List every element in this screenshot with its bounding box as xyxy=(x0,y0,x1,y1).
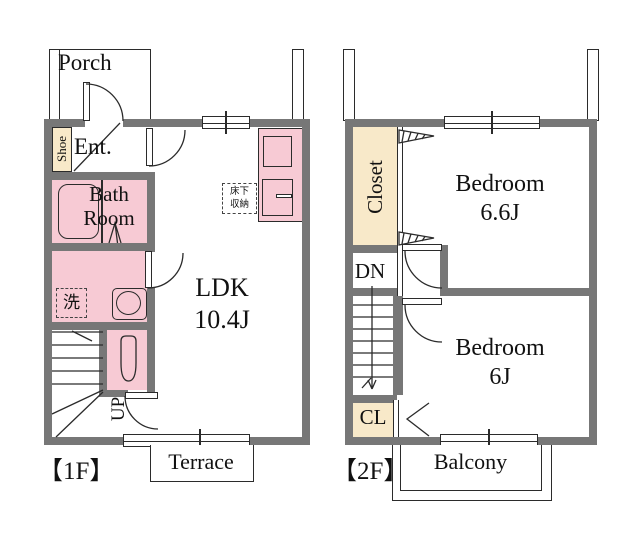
wall-stub-1f-right xyxy=(292,49,304,121)
wall xyxy=(345,119,444,127)
wall-stub-2f-right xyxy=(587,49,599,121)
shoe-cabinet xyxy=(52,127,72,172)
hanger-pipe-icon-top xyxy=(398,129,435,144)
underfloor-storage-box: 床下 収納 xyxy=(222,183,257,214)
window-midline xyxy=(124,440,249,442)
wall xyxy=(393,296,403,395)
balcony-outline-inner xyxy=(400,445,542,491)
front-door-leaf xyxy=(83,82,90,121)
wall xyxy=(345,245,397,253)
hanger-hatch-top xyxy=(401,130,426,143)
closet-area xyxy=(353,127,397,245)
toilet-door-arc xyxy=(124,395,159,430)
bedroom1-label: Bedroom 6.6J xyxy=(420,170,580,228)
wall xyxy=(538,437,597,445)
wall xyxy=(52,322,155,330)
wall xyxy=(302,119,310,445)
toilet-door-leaf xyxy=(125,392,158,399)
wall xyxy=(52,243,155,251)
bath-line1: Bath xyxy=(89,182,129,206)
wall xyxy=(99,330,107,397)
hanger-hatch-bottom xyxy=(401,232,426,245)
wash-basin-bowl xyxy=(116,291,141,315)
bedroom2-door-leaf xyxy=(402,298,442,305)
wash-ldk-door-leaf xyxy=(145,251,152,288)
cl-label: CL xyxy=(359,405,387,429)
bedroom1-line1: Bedroom xyxy=(455,171,545,197)
porch-label: Porch xyxy=(58,50,112,75)
laundry-symbol-box: 洗 xyxy=(56,288,87,318)
wall xyxy=(440,245,448,296)
wall xyxy=(345,288,397,296)
bathtub xyxy=(58,184,99,239)
wall xyxy=(99,390,128,397)
wall xyxy=(123,119,202,127)
floor1-label: 【1F】 xyxy=(38,458,115,485)
ent-ldk-door-arc xyxy=(148,129,186,167)
up-label: UP xyxy=(108,396,129,422)
wall xyxy=(345,437,440,445)
stair-down-arrow xyxy=(361,286,377,390)
terrace-label: Terrace xyxy=(168,449,234,474)
cl-area xyxy=(353,403,393,437)
bedroom2-label: Bedroom 6J xyxy=(420,334,580,392)
stair-treads-2f xyxy=(353,304,393,378)
underfloor-line2: 収納 xyxy=(229,199,249,210)
underfloor-line1: 床下 xyxy=(229,187,249,197)
bedroom1-line2: 6.6J xyxy=(480,199,520,226)
hall-door-frame xyxy=(397,244,403,296)
ldk-line1: LDK xyxy=(195,273,249,302)
bedroom1-door-arc xyxy=(404,250,443,289)
wall xyxy=(345,119,353,445)
window-tick xyxy=(225,111,227,134)
wall xyxy=(44,119,85,127)
wall xyxy=(52,172,155,180)
wall xyxy=(440,288,597,296)
shoe-label: Shoe xyxy=(54,136,69,162)
wall xyxy=(44,437,123,445)
balcony-label: Balcony xyxy=(433,449,508,474)
stair-winders-1f xyxy=(51,389,104,438)
floor2-label: 【2F】 xyxy=(332,458,409,485)
cl-bifold-door xyxy=(405,402,430,437)
window-tick xyxy=(199,429,201,452)
cl-door-frame xyxy=(393,400,399,437)
wall xyxy=(345,395,397,403)
wall xyxy=(147,287,155,397)
bath-room-label: Bath Room xyxy=(68,182,150,230)
ldk-label: LDK 10.4J xyxy=(162,272,282,335)
laundry-label: 洗 xyxy=(63,293,80,312)
dn-label: DN xyxy=(354,259,386,283)
wall xyxy=(250,119,310,127)
bath-line2: Room xyxy=(83,206,135,231)
underfloor-storage-label: 床下 収納 xyxy=(223,186,256,212)
ent-label: Ent. xyxy=(74,134,112,159)
wall xyxy=(147,172,155,252)
stair-treads-1f xyxy=(52,331,103,385)
wall xyxy=(44,119,52,445)
wall xyxy=(540,119,597,127)
bedroom1-door-leaf xyxy=(402,244,442,251)
bedroom2-line1: Bedroom xyxy=(455,335,545,361)
ldk-line2: 10.4J xyxy=(194,304,250,334)
wall-stub-2f-left xyxy=(343,49,355,121)
terrace-outline xyxy=(150,445,254,482)
kitchen-sink xyxy=(263,136,292,167)
window-tick xyxy=(491,111,493,134)
stairs-2f xyxy=(353,286,393,390)
stair-arrow-slash-1f xyxy=(71,330,93,342)
closet-label: Closet xyxy=(363,160,387,214)
kitchen-handle xyxy=(276,194,292,198)
bath-divider xyxy=(101,180,103,243)
wall xyxy=(589,119,597,445)
ent-ldk-door-leaf xyxy=(146,128,153,166)
stairs-1f xyxy=(51,330,104,438)
window-tick xyxy=(488,429,490,452)
closet-door-frame xyxy=(397,127,403,245)
toilet-area xyxy=(107,330,147,390)
bedroom2-line2: 6J xyxy=(489,363,511,390)
wall xyxy=(250,437,310,445)
